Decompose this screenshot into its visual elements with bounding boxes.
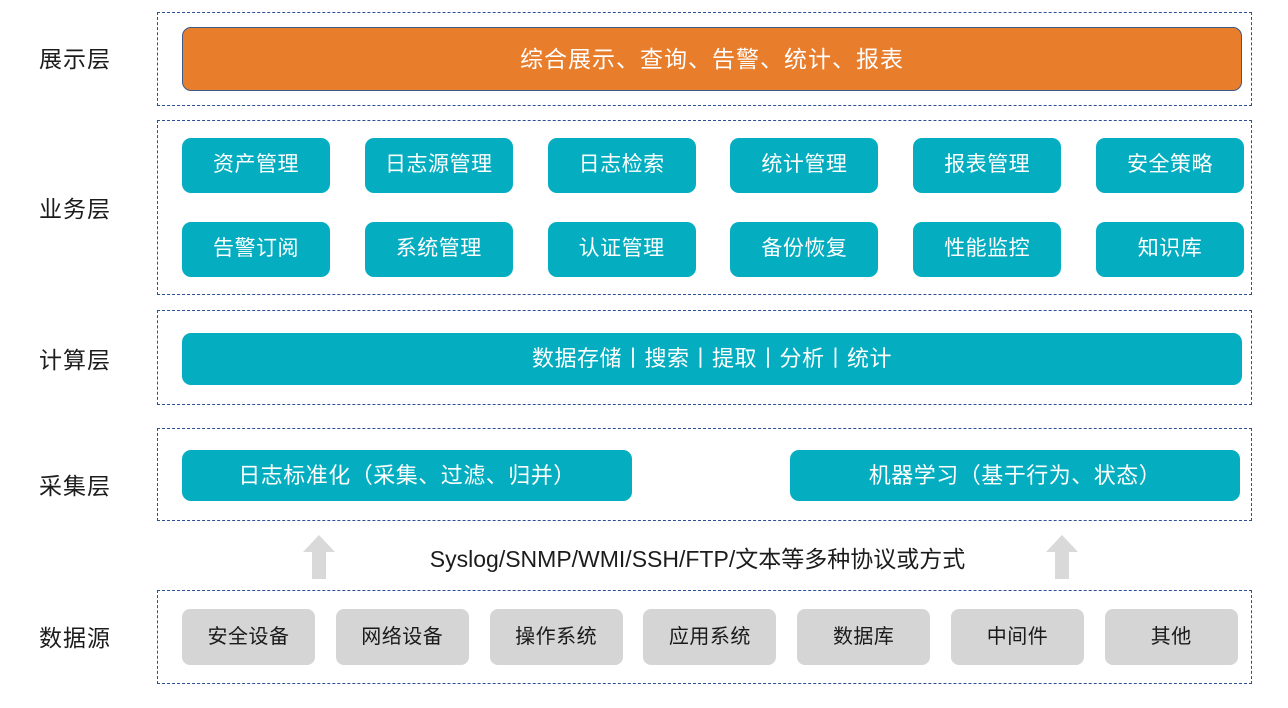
datasource-row: 安全设备 网络设备 操作系统 应用系统 数据库 中间件 其他 (182, 609, 1244, 665)
business-tile-alarm-subscription[interactable]: 告警订阅 (182, 222, 330, 277)
transport-protocol-band: Syslog/SNMP/WMI/SSH/FTP/文本等多种协议或方式 (150, 526, 1245, 588)
business-layer-container (157, 120, 1252, 295)
business-tile-auth-management[interactable]: 认证管理 (547, 222, 696, 277)
layer-label-business: 业务层 (39, 196, 111, 222)
compute-layer-container: 数据存储丨搜索丨提取丨分析丨统计 (157, 310, 1252, 405)
business-tile-knowledge-base[interactable]: 知识库 (1095, 222, 1244, 277)
layer-label-compute: 计算层 (39, 347, 111, 373)
upward-arrow-icon (303, 535, 335, 579)
business-layer-grid: 资产管理 日志源管理 日志检索 统计管理 报表管理 安全策略 告警订阅 系统管理… (182, 138, 1244, 277)
business-tile-security-policy[interactable]: 安全策略 (1095, 138, 1244, 193)
presentation-layer-container: 综合展示、查询、告警、统计、报表 (157, 12, 1252, 106)
business-tile-performance-monitoring[interactable]: 性能监控 (913, 222, 1062, 277)
business-tile-statistics-management[interactable]: 统计管理 (730, 138, 879, 193)
datasource-tile-application[interactable]: 应用系统 (643, 609, 777, 665)
business-tile-log-search[interactable]: 日志检索 (547, 138, 696, 193)
business-tile-asset-management[interactable]: 资产管理 (182, 138, 330, 193)
compute-box-tile[interactable]: 数据存储丨搜索丨提取丨分析丨统计 (182, 333, 1242, 385)
datasource-tile-security-device[interactable]: 安全设备 (182, 609, 315, 665)
datasource-tile-other[interactable]: 其他 (1104, 609, 1238, 665)
datasource-tile-operating-system[interactable]: 操作系统 (489, 609, 623, 665)
layer-label-presentation: 展示层 (39, 46, 111, 72)
business-tile-report-management[interactable]: 报表管理 (913, 138, 1062, 193)
presentation-box-tile[interactable]: 综合展示、查询、告警、统计、报表 (182, 27, 1242, 91)
business-tile-backup-restore[interactable]: 备份恢复 (730, 222, 879, 277)
datasource-tile-network-device[interactable]: 网络设备 (335, 609, 469, 665)
business-tile-log-source-management[interactable]: 日志源管理 (364, 138, 513, 193)
business-tile-system-management[interactable]: 系统管理 (364, 222, 513, 277)
datasource-tile-middleware[interactable]: 中间件 (950, 609, 1084, 665)
layer-label-datasource: 数据源 (39, 625, 111, 651)
layer-label-collection: 采集层 (39, 473, 111, 499)
collection-tile-machine-learning[interactable]: 机器学习（基于行为、状态） (790, 450, 1240, 501)
upward-arrow-icon (1046, 535, 1078, 579)
datasource-tile-database[interactable]: 数据库 (797, 609, 931, 665)
transport-protocol-label: Syslog/SNMP/WMI/SSH/FTP/文本等多种协议或方式 (429, 546, 966, 572)
collection-tile-log-standardization[interactable]: 日志标准化（采集、过滤、归并） (182, 450, 632, 501)
collection-layer-container: 日志标准化（采集、过滤、归并） 机器学习（基于行为、状态） (157, 428, 1252, 521)
